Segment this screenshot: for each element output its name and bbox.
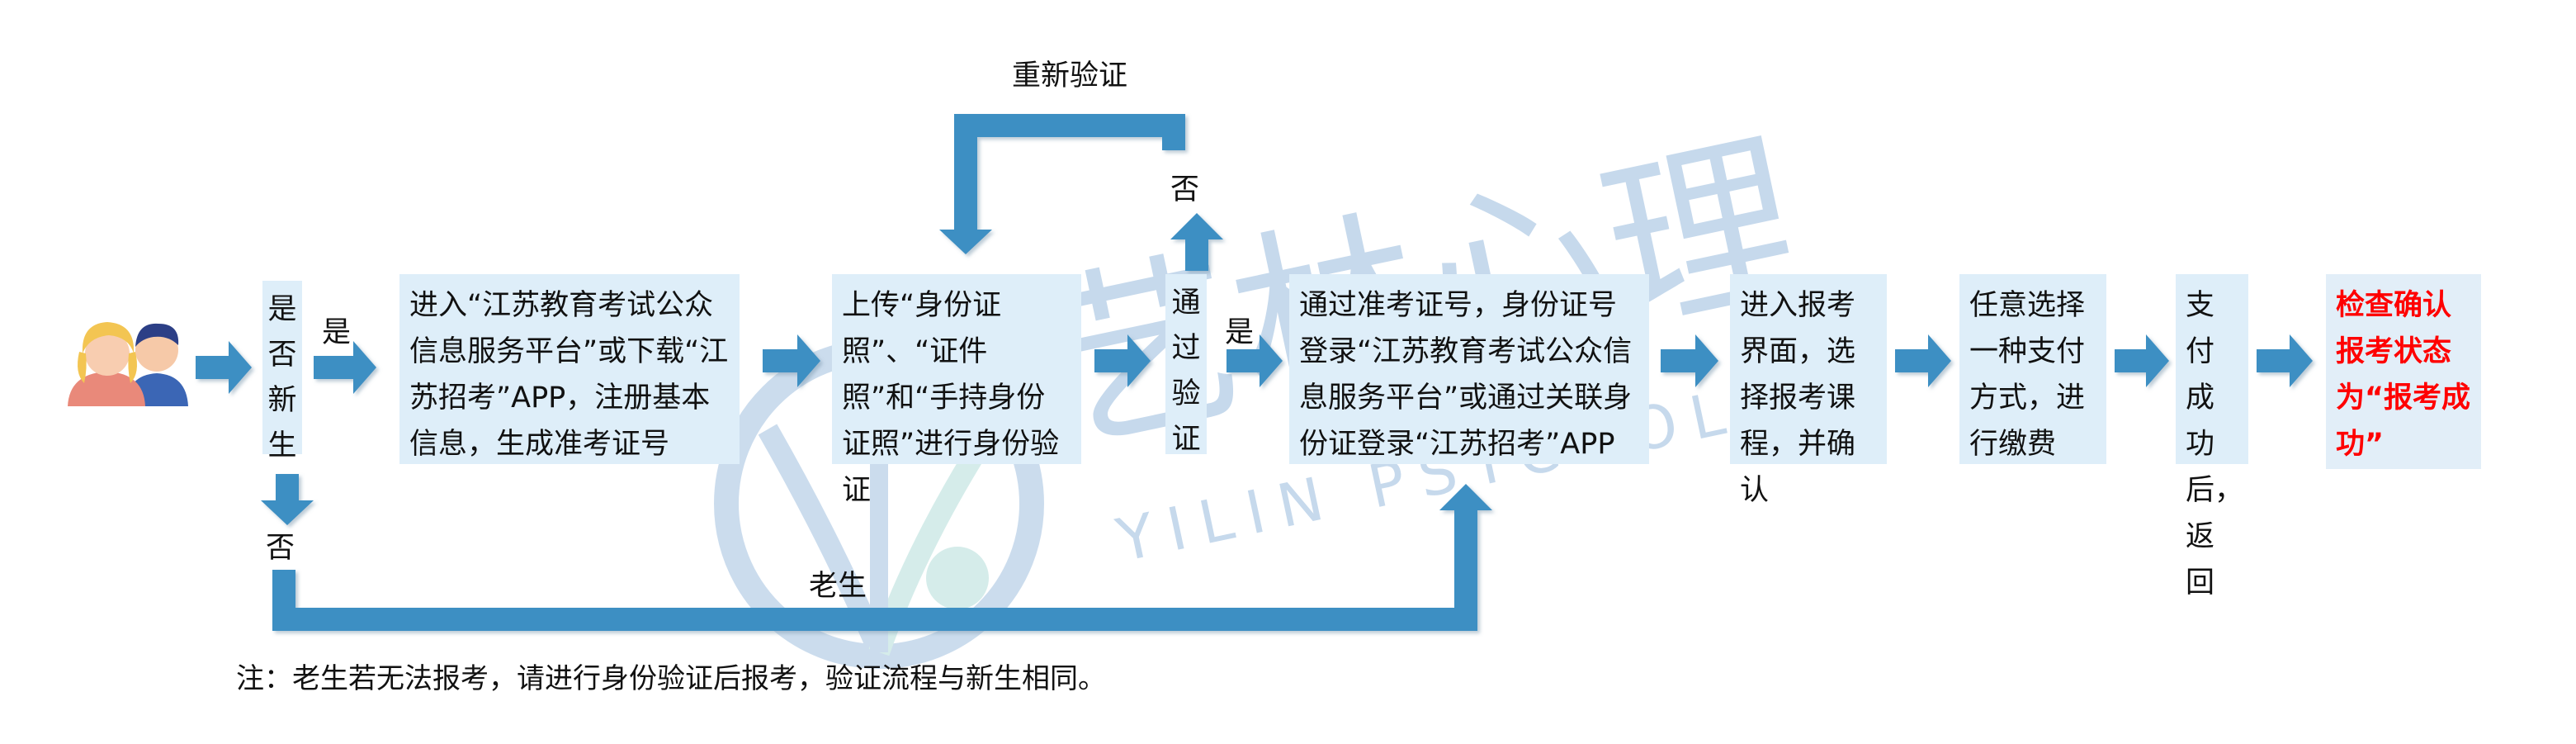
node-payment: 任意选择一种支付方式，进行缴费: [1959, 274, 2106, 464]
arrow-upload-to-passed: [1094, 334, 1151, 387]
label-reverify: 重新验证: [1012, 59, 1128, 92]
arrow-passed-up: [1170, 213, 1223, 271]
node-check-status: 检查确认报考状态为“报考成功”: [2326, 274, 2481, 469]
arrow-passed-to-login: [1227, 334, 1283, 387]
node-register: 进入“江苏教育考试公众信息服务平台”或下载“江苏招考”APP，注册基本信息，生成…: [399, 274, 740, 464]
footnote: 注：老生若无法报考，请进行身份验证后报考，验证流程与新生相同。: [236, 662, 1106, 695]
label-old-student: 老生: [809, 570, 867, 603]
arrow-payment-to-return: [2115, 334, 2169, 387]
label-yes-2: 是: [1225, 316, 1255, 349]
arrow-login-to-select: [1661, 334, 1718, 387]
arrow-reverify-loop: [939, 114, 1185, 254]
arrow-old-student-path: [272, 484, 1492, 631]
arrow-register-to-upload: [763, 334, 820, 387]
node-upload: 上传“身份证照”、“证件照”和“手持身份证照”进行身份验证: [832, 274, 1081, 507]
node-login: 通过准考证号，身份证号登录“江苏教育考试公众信息服务平台”或通过关联身份证登录“…: [1289, 274, 1649, 464]
arrow-avatar-to-newstudent: [196, 341, 252, 394]
node-new-student: 是否新生: [262, 281, 302, 462]
label-yes-1: 是: [322, 316, 352, 349]
node-select-course: 进入报考界面，选择报考课程，并确认: [1730, 274, 1887, 507]
node-return: 支付成功后，返回: [2176, 274, 2248, 599]
label-no-passed: 否: [1170, 173, 1200, 206]
arrow-yes-to-register: [314, 341, 376, 394]
node-passed-verification: 通过验证: [1165, 274, 1207, 456]
label-no-new-student: 否: [266, 532, 295, 565]
arrow-select-to-payment: [1895, 334, 1951, 387]
arrow-return-to-check: [2257, 334, 2313, 387]
two-students-icon: [66, 302, 190, 406]
arrow-newstudent-down: [261, 474, 314, 525]
